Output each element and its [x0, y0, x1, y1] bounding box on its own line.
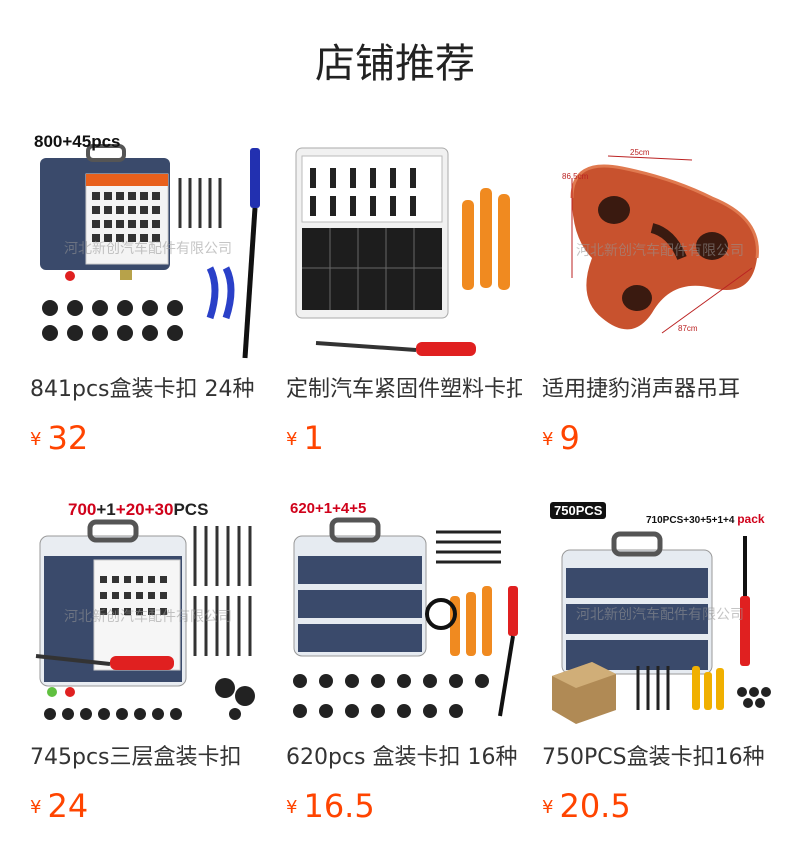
product-subtag: 710PCS+30+5+1+4 pack — [646, 512, 765, 526]
dimension-label: 86.5cm — [562, 172, 589, 181]
product-image[interactable]: 620+1+4+5 — [286, 496, 522, 732]
product-tag: 750PCS — [550, 502, 607, 519]
product-card[interactable]: 700+1+20+30PCS 河北新创汽车配件有限公司 745pcs三层盒装卡扣… — [30, 496, 266, 826]
product-price: ¥9 — [542, 419, 580, 457]
product-price: ¥32 — [30, 419, 89, 457]
tag-part: +20 — [115, 500, 145, 519]
product-image[interactable]: 700+1+20+30PCS 河北新创汽车配件有限公司 — [30, 496, 266, 732]
product-name[interactable]: 745pcs三层盒装卡扣 — [30, 745, 242, 770]
product-card[interactable]: 定制汽车紧固件塑料卡扣 ¥1 — [286, 128, 522, 458]
product-name[interactable]: 定制汽车紧固件塑料卡扣 — [286, 377, 522, 402]
product-card[interactable]: 25cm 86.5cm 87cm 河北新创汽车配件有限公司 适用捷豹消声器吊耳 … — [542, 128, 778, 458]
product-card[interactable]: 800+45pcs 河北新创汽车配件有限公司 841pcs盒装卡扣 24种 ¥3… — [30, 128, 266, 458]
tag-part: PCS — [173, 500, 209, 519]
product-card[interactable]: 750PCS 710PCS+30+5+1+4 pack 河北新创汽车配件有限公司… — [542, 496, 778, 826]
product-name[interactable]: 841pcs盒装卡扣 24种 — [30, 377, 255, 402]
page-title: 店铺推荐 — [315, 41, 475, 87]
product-tag: 620+1+4+5 — [290, 500, 367, 517]
tag-part: 700 — [68, 500, 97, 519]
dimension-label: 87cm — [678, 324, 698, 333]
tag-part: +30 — [144, 500, 174, 519]
product-image[interactable]: 800+45pcs 河北新创汽车配件有限公司 — [30, 128, 266, 364]
product-name[interactable]: 750PCS盒装卡扣16种 — [542, 745, 765, 770]
watermark: 河北新创汽车配件有限公司 — [64, 241, 232, 257]
product-image[interactable]: 750PCS 710PCS+30+5+1+4 pack 河北新创汽车配件有限公司 — [542, 496, 778, 732]
product-name[interactable]: 适用捷豹消声器吊耳 — [542, 377, 741, 402]
product-name[interactable]: 620pcs 盒装卡扣 16种 — [286, 745, 518, 770]
product-card[interactable]: 620+1+4+5 620pcs 盒装卡扣 16种 ¥16.5 — [286, 496, 522, 826]
dimension-label: 25cm — [630, 148, 650, 157]
product-price: ¥20.5 — [542, 787, 631, 825]
watermark: 河北新创汽车配件有限公司 — [576, 607, 744, 623]
currency-symbol: ¥ — [542, 797, 554, 818]
product-image[interactable] — [286, 128, 522, 364]
product-price: ¥24 — [30, 787, 89, 825]
watermark: 河北新创汽车配件有限公司 — [576, 243, 744, 259]
tag-part: +1 — [96, 500, 116, 519]
product-price: ¥16.5 — [286, 787, 375, 825]
product-tag: 700+1+20+30PCS — [68, 500, 208, 520]
currency-symbol: ¥ — [286, 797, 298, 818]
currency-symbol: ¥ — [286, 429, 298, 450]
product-image[interactable]: 25cm 86.5cm 87cm 河北新创汽车配件有限公司 — [542, 128, 778, 364]
currency-symbol: ¥ — [30, 797, 42, 818]
product-price: ¥1 — [286, 419, 324, 457]
product-tag: 800+45pcs — [34, 132, 121, 151]
watermark: 河北新创汽车配件有限公司 — [64, 609, 232, 625]
currency-symbol: ¥ — [30, 429, 42, 450]
currency-symbol: ¥ — [542, 429, 554, 450]
